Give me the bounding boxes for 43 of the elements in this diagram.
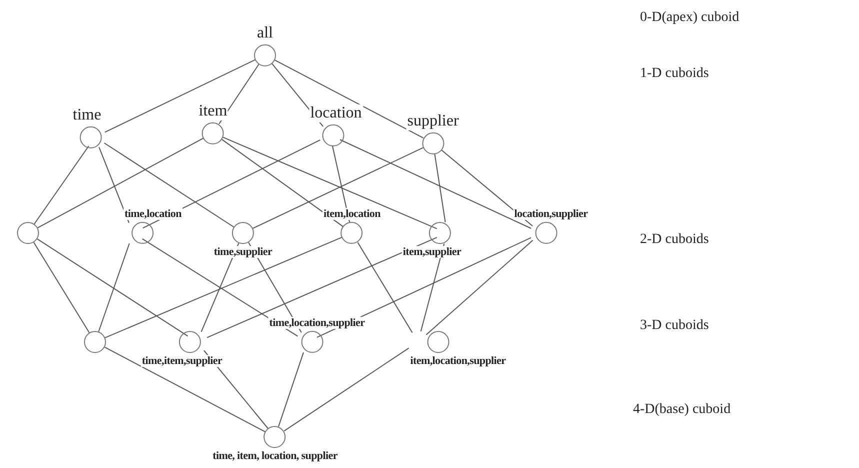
connector-line xyxy=(98,242,130,332)
connector-line xyxy=(142,238,298,337)
cuboid-label: time, item, location, supplier xyxy=(212,450,338,462)
connector-line xyxy=(104,346,266,432)
connector-line xyxy=(440,150,534,226)
connector-line xyxy=(252,147,424,229)
connector-line xyxy=(98,146,130,224)
cuboid-label: location,supplier xyxy=(513,208,589,220)
connector-line xyxy=(426,240,534,336)
cuboid-label: item,location xyxy=(322,208,382,220)
cuboid-label: location xyxy=(309,104,363,122)
connector-line xyxy=(200,242,240,332)
cuboid-label: item,location,supplier xyxy=(409,355,507,368)
connector-line xyxy=(278,352,304,428)
level-label: 3-D cuboids xyxy=(640,318,709,334)
connector-line xyxy=(434,153,446,223)
connector-line xyxy=(104,236,342,338)
cuboid-label: item xyxy=(198,102,228,120)
connector-line xyxy=(274,60,424,138)
connector-line xyxy=(357,242,413,334)
connector-line xyxy=(37,138,204,228)
connector-line xyxy=(222,136,438,230)
connector-line xyxy=(339,139,532,229)
connector-line xyxy=(284,348,410,432)
connector-line xyxy=(206,236,438,338)
cuboid-label: item,supplier xyxy=(402,246,462,258)
connector-line xyxy=(34,146,90,224)
cuboid-label: time,location,supplier xyxy=(268,316,366,329)
connector-line xyxy=(420,243,445,332)
level-label: 1-D cuboids xyxy=(640,66,709,82)
connector-line xyxy=(104,142,234,228)
cuboid-label: time,supplier xyxy=(212,246,274,258)
cuboid-label: time,location xyxy=(124,208,182,220)
connector-line xyxy=(221,138,344,228)
level-label: 4-D(base) cuboid xyxy=(633,402,731,418)
level-label: 0-D(apex) cuboid xyxy=(640,10,740,26)
connector-line xyxy=(104,59,256,133)
connector-line xyxy=(316,237,532,338)
level-label: 2-D cuboids xyxy=(640,232,709,248)
connector-line xyxy=(33,242,90,334)
connector-line xyxy=(36,238,188,337)
cuboid-label: supplier xyxy=(406,112,460,130)
cuboid-label: time,item,supplier xyxy=(140,355,224,368)
